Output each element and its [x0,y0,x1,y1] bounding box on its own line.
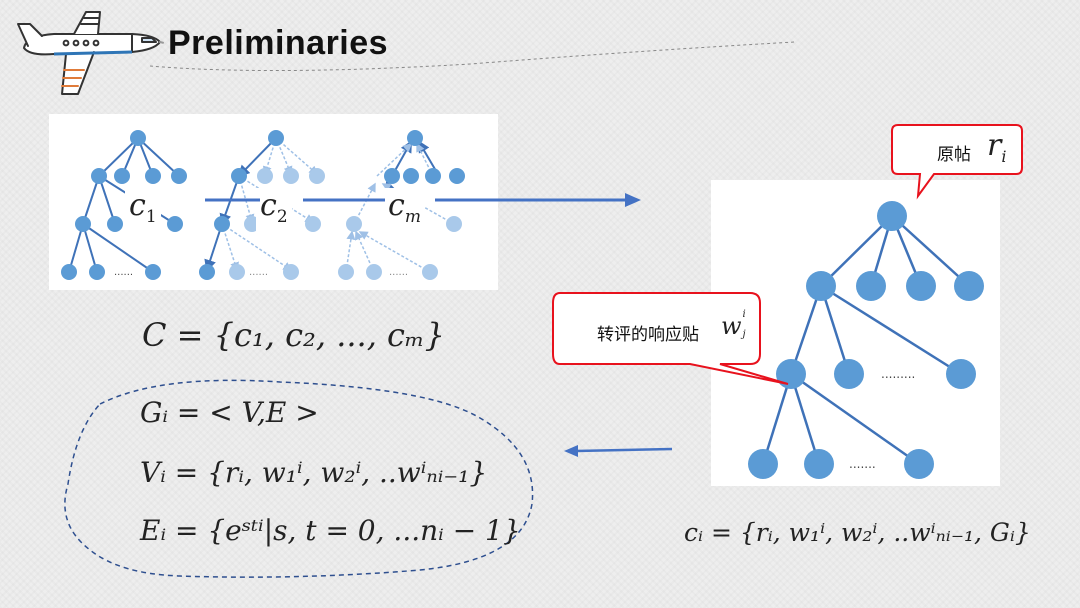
tree1-ellipsis: ...... [114,267,133,278]
callout-root-shape [891,124,1023,200]
title-underline [150,41,796,72]
graph-g-formula: Gᵢ = < V,E > [140,396,319,429]
airplane-icon [17,11,164,95]
callout-reply-text: 转评的响应贴 [597,325,699,345]
row2-ellipsis: ......... [881,367,915,381]
cascade-definition-formula: cᵢ = {rᵢ, w₁ⁱ, w₂ⁱ, ..wⁱₙᵢ₋₁, Gᵢ} [684,518,1031,547]
callout-reply-shape [552,292,789,385]
row3-ellipsis: ....... [849,457,876,471]
cascade-label-c1: c1 [125,188,161,235]
left-arrow [564,445,673,457]
graph-v-formula: Vᵢ = {rᵢ, w₁ⁱ, w₂ⁱ, ..wⁱₙᵢ₋₁} [140,456,488,489]
cascade-label-c2: c2 [256,188,292,235]
tree2-ellipsis: ...... [249,267,268,278]
callout-root: 原帖 ri [893,124,1021,172]
cascade-trees-diagram: ...... ...... [61,130,465,280]
cascade-set-formula: C = {c₁, c₂, ..., cₘ} [142,316,445,354]
cascade-label-cm: cm [384,188,425,235]
callout-root-symbol: ri [987,128,1007,166]
graph-e-formula: Eᵢ = {eˢᵗⁱ|s, t = 0, ...nᵢ − 1} [140,514,521,547]
tree3-ellipsis: ...... [389,267,408,278]
right-arrow [205,193,641,207]
page-title: Preliminaries [168,24,389,62]
single-cascade-tree: ......... ....... [748,201,984,479]
callout-root-text: 原帖 [937,145,971,165]
